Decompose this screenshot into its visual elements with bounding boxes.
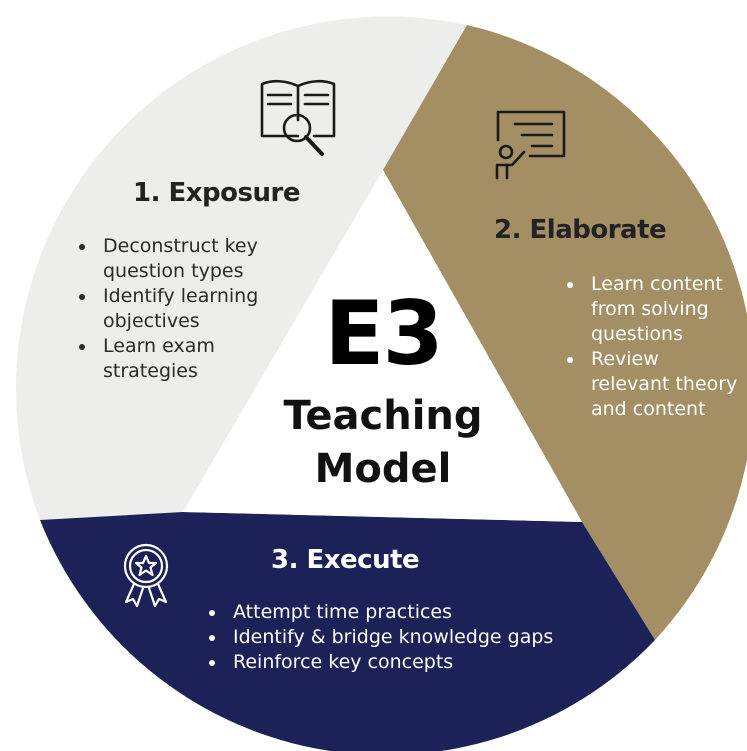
award-ribbon-icon bbox=[123, 543, 169, 608]
book-magnifier-icon bbox=[260, 79, 336, 156]
execute-segment bbox=[40, 512, 655, 751]
exposure-bullets: Deconstruct key question types Identify … bbox=[75, 234, 265, 384]
exposure-title: 1. Exposure bbox=[133, 178, 300, 208]
center-subtitle-line2: Model bbox=[314, 446, 452, 492]
list-item: Deconstruct key question types bbox=[75, 234, 265, 284]
list-item: Review relevant theory and content bbox=[563, 347, 743, 422]
list-item: Reinforce key concepts bbox=[205, 650, 625, 675]
center-triangle bbox=[183, 170, 582, 522]
list-item: Identify learning objectives bbox=[75, 284, 265, 334]
execute-title: 3. Execute bbox=[271, 545, 420, 575]
elaborate-bullets: Learn content from solving questions Rev… bbox=[563, 272, 743, 422]
execute-bullets: Attempt time practices Identify & bridge… bbox=[205, 600, 625, 675]
presenter-board-icon bbox=[495, 110, 566, 180]
elaborate-title: 2. Elaborate bbox=[494, 215, 667, 245]
list-item: Attempt time practices bbox=[205, 600, 625, 625]
list-item: Learn exam strategies bbox=[75, 334, 265, 384]
center-subtitle-line1: Teaching bbox=[283, 393, 483, 439]
center-title: E3 bbox=[324, 282, 443, 385]
exposure-segment bbox=[15, 16, 467, 520]
elaborate-segment bbox=[383, 25, 747, 640]
list-item: Learn content from solving questions bbox=[563, 272, 743, 347]
list-item: Identify & bridge knowledge gaps bbox=[205, 625, 625, 650]
